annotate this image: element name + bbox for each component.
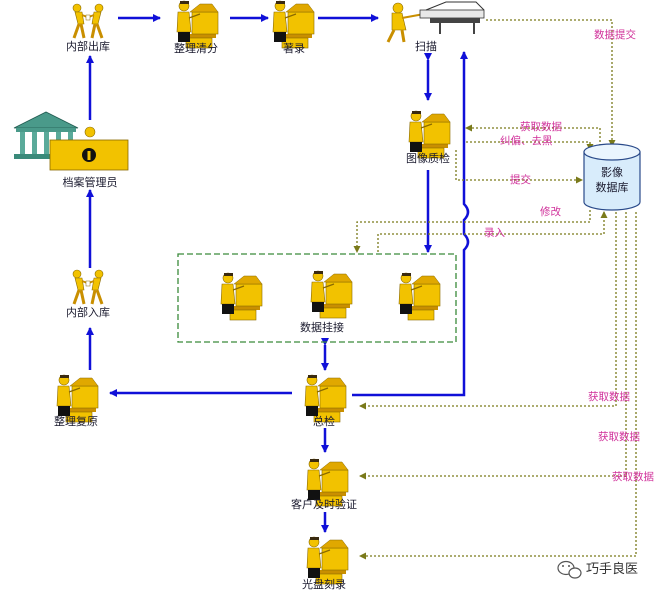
clerk-at-desk-icon (272, 0, 315, 49)
line-db-to-verify (359, 212, 627, 480)
label-get-data-2: 获取数据 (598, 430, 640, 443)
node-catalog: 著录 (272, 0, 315, 55)
database-cylinder-icon (583, 143, 641, 211)
node-data-mount: 数据挂接 (220, 270, 441, 334)
label-internal-in: 内部入库 (66, 305, 110, 319)
node-restore: 整理复原 (54, 374, 99, 428)
label-archivist: 档案管理员 (63, 175, 118, 189)
label-final-check: 总检 (313, 414, 335, 428)
clerk-at-desk-icon (220, 272, 263, 321)
label-customer-verify: 客户及时验证 (291, 497, 357, 511)
label-entry: 录入 (484, 227, 505, 239)
line-db-to-final (359, 212, 617, 410)
label-disc-burn: 光盘刻录 (302, 577, 346, 591)
label-get-data-1: 获取数据 (588, 390, 630, 403)
node-image-database: 影像 数据库 (583, 143, 641, 211)
clerk-at-desk-icon (398, 272, 441, 321)
node-customer-verify: 客户及时验证 (291, 458, 357, 511)
arrow-final-back-to-scan (352, 51, 470, 397)
handover-figures-icon (71, 268, 105, 306)
clerk-at-desk-icon (176, 0, 219, 49)
line-qc-submit (455, 150, 583, 184)
node-scan: 扫描 (386, 1, 485, 53)
line-db-modify (353, 210, 591, 253)
line-entry-to-db (377, 211, 608, 252)
label-submit: 提交 (510, 173, 531, 186)
label-correct-deskew: 纠偏、去黑 (500, 134, 553, 147)
line-db-to-burn (359, 212, 637, 560)
label-database-line2: 数据库 (596, 180, 629, 194)
process-flow-arrows (86, 14, 470, 533)
label-internal-out: 内部出库 (66, 39, 110, 53)
line-db-get-to-qc (465, 124, 601, 146)
clerk-at-desk-icon (49, 126, 129, 171)
watermark: 巧手良医 (557, 560, 638, 579)
data-exchange-lines (353, 19, 637, 560)
label-restore: 整理复原 (54, 414, 98, 428)
label-data-submit: 数据提交 (594, 28, 636, 41)
handover-figures-icon (71, 2, 105, 40)
edge-labels: 数据提交 获取数据 纠偏、去黑 提交 修改 录入 获取数据 获取数据 获取数据 (484, 28, 654, 483)
scanner-operator-icon (386, 1, 485, 43)
label-catalog: 著录 (283, 41, 305, 55)
node-final-check: 总检 (304, 374, 347, 428)
node-internal-out: 内部出库 (66, 2, 110, 53)
label-sort-clean: 整理清分 (174, 41, 218, 55)
data-mount-group (177, 253, 457, 343)
label-database-line1: 影像 (601, 166, 623, 179)
label-get-data-qc: 获取数据 (520, 120, 562, 133)
node-internal-in: 内部入库 (66, 268, 110, 319)
clerk-at-desk-icon (306, 536, 349, 585)
wechat-icon (557, 560, 582, 579)
line-scan-to-db (486, 19, 616, 147)
node-image-qc: 图像质检 (406, 110, 451, 165)
node-disc-burn: 光盘刻录 (302, 536, 349, 591)
watermark-text: 巧手良医 (586, 561, 638, 577)
clerk-at-desk-icon (408, 110, 451, 159)
label-modify: 修改 (540, 205, 561, 218)
node-archivist: 档案管理员 (13, 111, 129, 189)
clerk-at-desk-icon (310, 270, 353, 319)
node-sort-clean: 整理清分 (174, 0, 219, 55)
label-data-mount: 数据挂接 (300, 320, 344, 334)
label-scan: 扫描 (415, 39, 437, 53)
label-get-data-3: 获取数据 (612, 470, 654, 483)
label-image-qc: 图像质检 (406, 151, 450, 165)
